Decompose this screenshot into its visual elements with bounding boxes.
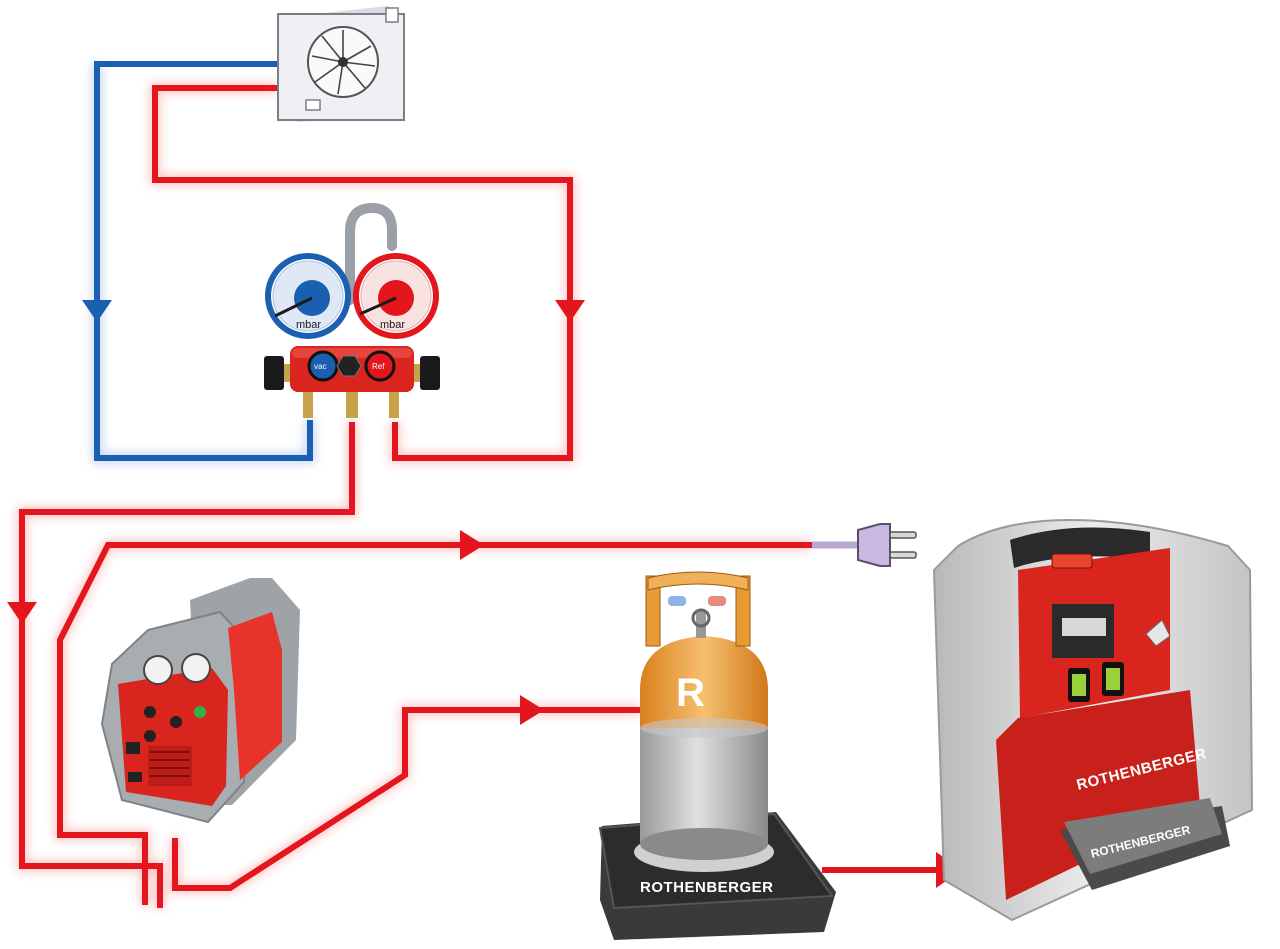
manifold-gauge-icon: mbar mbar vac Ref	[264, 202, 440, 418]
arrow-down-icon	[555, 300, 585, 322]
recovery-suction-line	[19, 422, 355, 908]
recovery-discharge-line	[172, 707, 640, 891]
arrow-right-icon	[460, 530, 484, 560]
arrow-right-icon	[520, 695, 544, 725]
power-return-line	[57, 542, 812, 905]
high-valve-label: Ref	[372, 362, 385, 371]
condenser-unit-icon	[277, 6, 405, 122]
low-gauge-unit: mbar	[296, 319, 321, 331]
low-valve-label: vac	[314, 362, 326, 371]
high-gauge-unit: mbar	[380, 319, 405, 331]
low-pressure-line	[94, 61, 313, 461]
power-plug-icon	[857, 523, 917, 567]
arrow-down-icon	[82, 300, 112, 322]
refrigerant-cylinder-icon: R	[640, 571, 768, 860]
cylinder-letter: R	[676, 671, 705, 715]
high-pressure-line	[152, 85, 573, 461]
recovery-unit-icon	[100, 578, 300, 824]
scale-brand: ROTHENBERGER	[640, 879, 774, 896]
arrow-down-icon	[7, 602, 37, 624]
station-icon: ROTHENBERGER ROTHENBERGER	[932, 518, 1254, 922]
